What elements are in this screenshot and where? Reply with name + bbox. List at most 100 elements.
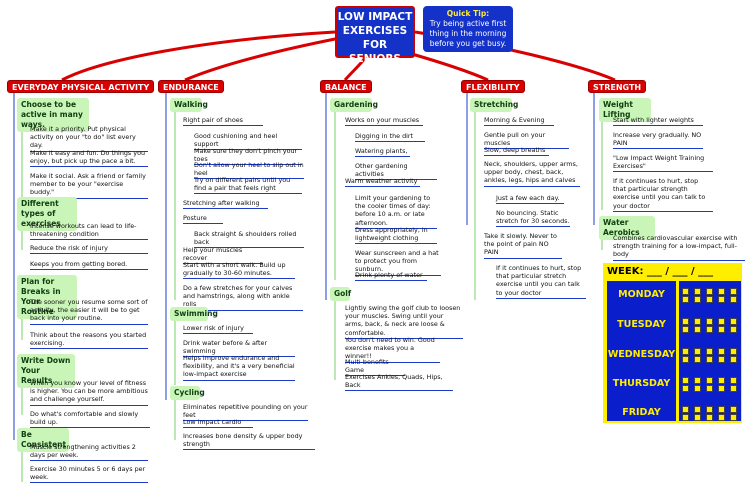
- leaf-bone-density: Increases bone density & upper body stre…: [183, 432, 315, 451]
- day-tuesday: TUESDAY: [617, 319, 666, 330]
- leaf-continues-hurt-strength: If it continues to hurt, stop that parti…: [613, 177, 713, 212]
- day-checkbox[interactable]: [682, 377, 689, 384]
- leaf-limit-gardening: Limit your gardening to the cooler times…: [355, 194, 437, 229]
- quick-tip: Quick Tip: Try being active first thing …: [423, 6, 513, 52]
- leaf-lighter-weights: Start with lighter weights: [613, 116, 703, 127]
- day-checkbox[interactable]: [682, 414, 689, 421]
- day-checkbox[interactable]: [682, 406, 689, 413]
- day-checkbox[interactable]: [730, 356, 737, 363]
- day-checkbox[interactable]: [718, 348, 725, 355]
- day-checkbox[interactable]: [694, 348, 701, 355]
- day-checkbox[interactable]: [694, 318, 701, 325]
- branch-balance: BALANCE: [320, 80, 372, 93]
- day-checkbox[interactable]: [718, 296, 725, 303]
- day-checkbox[interactable]: [694, 385, 701, 392]
- day-checkbox[interactable]: [682, 356, 689, 363]
- day-checkbox[interactable]: [706, 326, 713, 333]
- leaf-cardio: Low impact cardio: [183, 418, 253, 429]
- leaf-increase-gradually: Increase very gradually. NO PAIN: [613, 131, 703, 150]
- day-checkbox[interactable]: [730, 318, 737, 325]
- leaf-muscle-2days: Muscle strengthening activities 2 days p…: [30, 443, 148, 462]
- day-checkbox[interactable]: [718, 414, 725, 421]
- leaf-recover: Help your muscles recover: [183, 246, 263, 265]
- leaf-exercises-ankles: Exercises Ankles, Quads, Hips, Back: [345, 373, 453, 392]
- day-checkbox[interactable]: [730, 326, 737, 333]
- day-checkbox[interactable]: [730, 296, 737, 303]
- day-checkbox[interactable]: [706, 288, 713, 295]
- sub-gardening: Gardening: [330, 98, 378, 112]
- leaf-lower-risk: Lower risk of injury: [183, 324, 253, 335]
- day-checkbox[interactable]: [706, 385, 713, 392]
- day-checkbox[interactable]: [730, 414, 737, 421]
- day-checkbox[interactable]: [718, 356, 725, 363]
- leaf-watering: Watering plants,: [355, 147, 410, 158]
- sub-cycling: Cycling: [170, 386, 205, 400]
- branch-strength: STRENGTH: [588, 80, 647, 93]
- day-checkbox[interactable]: [706, 348, 713, 355]
- day-checkbox[interactable]: [694, 377, 701, 384]
- leaf-heel-slip: Don't allow your heel to slip out in hee…: [194, 161, 304, 180]
- day-checkbox[interactable]: [706, 377, 713, 384]
- day-checkbox[interactable]: [694, 326, 701, 333]
- leaf-try-pairs: Try on different pairs until you find a …: [194, 176, 302, 195]
- day-checkbox[interactable]: [730, 385, 737, 392]
- leaf-easy-fun: Make it easy and fun. Do things you enjo…: [30, 149, 148, 168]
- sub-consistent: Be Consistent: [17, 428, 69, 452]
- day-checkbox[interactable]: [682, 348, 689, 355]
- day-checkbox[interactable]: [730, 348, 737, 355]
- leaf-stretch-after: Stretching after walking: [183, 199, 268, 210]
- leaf-warm-weather: Warm weather activity: [345, 177, 420, 188]
- branch-flexibility: FLEXIBILITY: [461, 80, 525, 93]
- day-checkbox[interactable]: [718, 318, 725, 325]
- day-checkbox[interactable]: [682, 318, 689, 325]
- day-checkbox[interactable]: [706, 296, 713, 303]
- day-checkbox[interactable]: [682, 288, 689, 295]
- day-checkbox[interactable]: [682, 385, 689, 392]
- day-checkbox[interactable]: [706, 414, 713, 421]
- leaf-drink-water: Drink water before & after swimming: [183, 339, 295, 358]
- leaf-shoes: Right pair of shoes: [183, 116, 263, 127]
- leaf-posture: Posture: [183, 214, 223, 225]
- day-checkbox[interactable]: [682, 326, 689, 333]
- day-checkbox[interactable]: [694, 406, 701, 413]
- day-checkbox[interactable]: [694, 288, 701, 295]
- leaf-gentle-pull: Gentle pull on your muscles: [484, 131, 569, 150]
- day-checkbox[interactable]: [682, 296, 689, 303]
- day-checkbox[interactable]: [694, 414, 701, 421]
- day-friday: FRIDAY: [622, 407, 661, 418]
- day-checkbox[interactable]: [718, 326, 725, 333]
- leaf-low-impact-weight: "Low Impact Weight Training Exercises": [613, 154, 713, 173]
- day-checkbox[interactable]: [730, 377, 737, 384]
- leaf-other-gardening: Other gardening activities: [355, 162, 437, 181]
- leaf-multi-benefits: Multi-benefits Game: [345, 358, 405, 377]
- day-checkbox[interactable]: [718, 288, 725, 295]
- leaf-back-straight: Back straight & shoulders rolled back: [194, 230, 304, 249]
- leaf-swing: Lightly swing the golf club to loosen yo…: [345, 304, 463, 339]
- week-header: WEEK: ___ / ___ / ___: [607, 266, 714, 277]
- day-checkbox[interactable]: [730, 288, 737, 295]
- leaf-morning-evening: Morning & Evening: [484, 116, 554, 127]
- leaf-calves: Do a few stretches for your calves and h…: [183, 284, 303, 311]
- leaf-no-bouncing: No bouncing. Static stretch for 30 secon…: [496, 209, 570, 228]
- leaf-resume: The sooner you resume some sort of activ…: [30, 298, 148, 325]
- leaf-pounding: Eliminates repetitive pounding on your f…: [183, 403, 308, 422]
- day-checkbox[interactable]: [718, 406, 725, 413]
- leaf-cushioning: Good cushioning and heel support: [194, 132, 302, 151]
- leaf-fitness-level: When you know your level of fitness is h…: [30, 379, 148, 406]
- leaf-sunscreen: Wear sunscreen and a hat to protect you …: [355, 249, 441, 276]
- leaf-take-slowly: Take it slowly. Never to the point of pa…: [484, 232, 562, 259]
- day-checkbox[interactable]: [694, 356, 701, 363]
- day-checkbox[interactable]: [718, 377, 725, 384]
- day-checkbox[interactable]: [706, 406, 713, 413]
- day-checkbox[interactable]: [706, 356, 713, 363]
- leaf-swim-benefits: Helps improve endurance and flexibility,…: [183, 354, 295, 381]
- leaf-bored: Keeps you from getting bored.: [30, 260, 148, 271]
- day-checkbox[interactable]: [718, 385, 725, 392]
- sub-golf: Golf: [330, 287, 351, 301]
- sub-types: Different types of exercises: [17, 197, 77, 231]
- day-checkbox[interactable]: [730, 406, 737, 413]
- leaf-few-each-day: Just a few each day.: [496, 194, 564, 205]
- day-checkbox[interactable]: [706, 318, 713, 325]
- day-checkbox[interactable]: [694, 296, 701, 303]
- sub-stretching: Stretching: [470, 98, 518, 112]
